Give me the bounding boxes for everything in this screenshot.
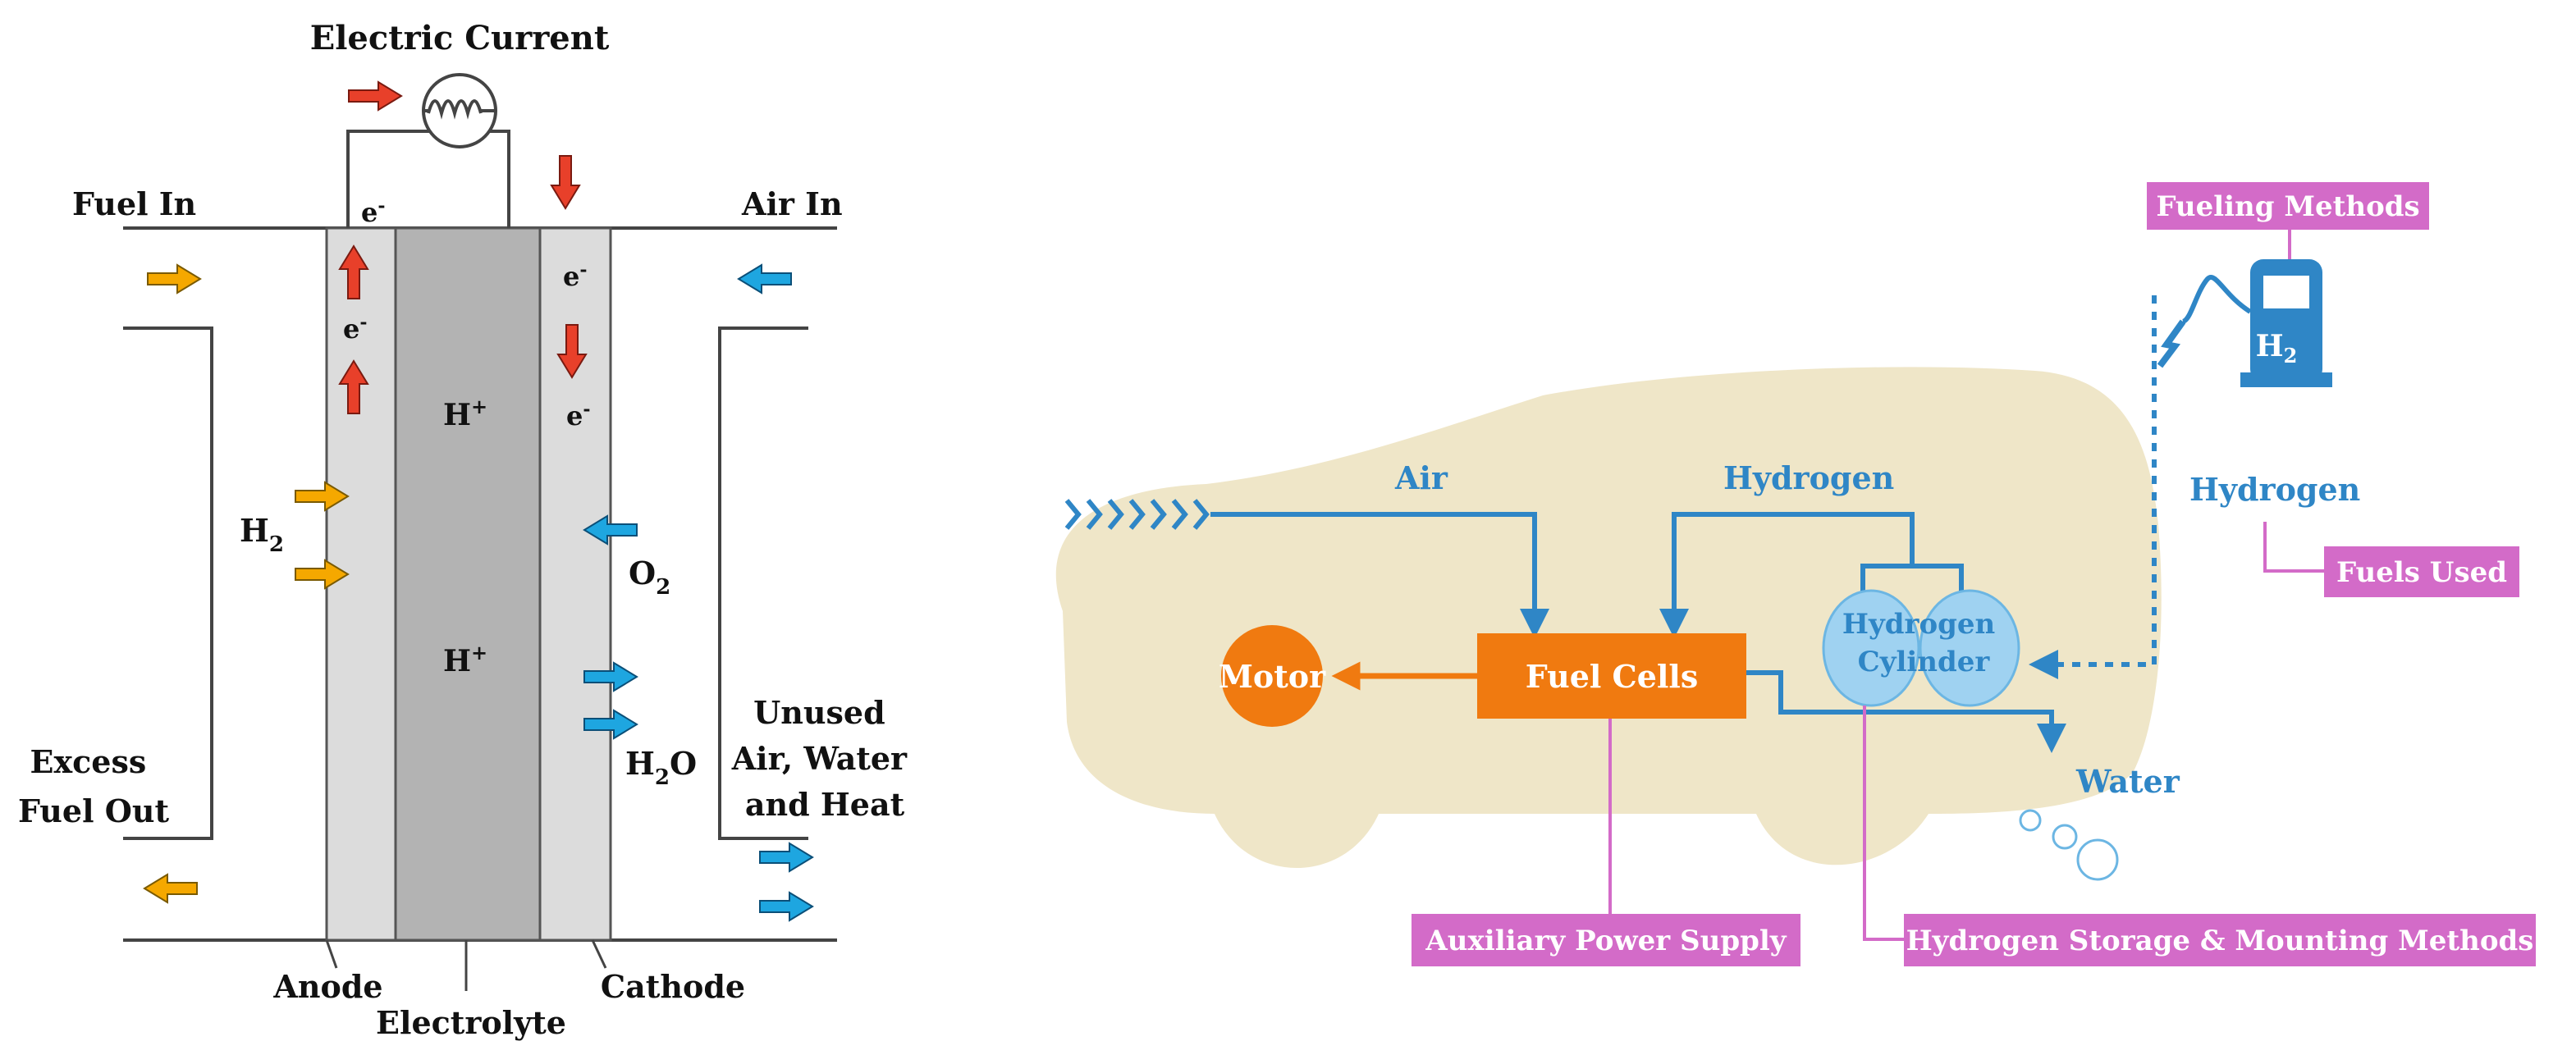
hydrogen-cylinder-right bbox=[1919, 589, 2020, 707]
fuel-cell-diagram: Electric Current Fuel In Air In e- e- e-… bbox=[18, 19, 918, 1041]
anode-label: Anode bbox=[272, 968, 382, 1005]
tag-auxiliary-power-label: Auxiliary Power Supply bbox=[1425, 925, 1787, 957]
fuel-in-arrow-icon bbox=[147, 264, 201, 294]
svg-text:H2: H2 bbox=[2256, 329, 2298, 368]
air-in-label: Air In bbox=[741, 185, 843, 222]
hydrogen-cylinder-label: Hydrogen Cylinder bbox=[1842, 608, 2005, 678]
hydrogen-top-label: Hydrogen bbox=[1723, 459, 1894, 496]
air-flow-line bbox=[1210, 512, 1549, 638]
car-body bbox=[1055, 367, 2162, 868]
tag-auxiliary-power: Auxiliary Power Supply bbox=[1412, 914, 1800, 966]
fuel-out-arrow-icon bbox=[144, 874, 198, 903]
air-intake-chevrons-icon bbox=[1064, 499, 1210, 530]
unused-air-water-heat-label: Unused Air, Water and Heat bbox=[731, 694, 918, 823]
electron-label-anode: e- bbox=[343, 312, 368, 345]
electron-label-cathode: e- bbox=[566, 399, 591, 432]
proton-label-upper: H+ bbox=[443, 395, 487, 432]
anode-layer bbox=[325, 226, 397, 942]
fuel-cells-label: Fuel Cells bbox=[1526, 658, 1698, 695]
exhaust-arrow-icon bbox=[759, 843, 813, 872]
water-flow-line bbox=[1746, 670, 2066, 753]
tag-fueling-methods: Fueling Methods bbox=[2147, 182, 2429, 230]
tag-fueling-methods-label: Fueling Methods bbox=[2156, 190, 2419, 223]
exhaust-arrow-icon bbox=[759, 892, 813, 921]
hydrogen-flow-line bbox=[1659, 512, 1915, 638]
electron-label-circuit: e- bbox=[361, 195, 386, 228]
hydrogen-cylinder-left bbox=[1822, 589, 1920, 707]
motor-label: Motor bbox=[1219, 658, 1326, 695]
motor-circle bbox=[1221, 625, 1323, 727]
proton-label-lower: H+ bbox=[443, 641, 487, 678]
electron-label-cathode-top: e- bbox=[563, 259, 588, 292]
air-in-arrow-icon bbox=[738, 264, 792, 294]
excess-fuel-out-label: Excess Fuel Out bbox=[18, 743, 170, 829]
h2-label: H2 bbox=[240, 512, 284, 557]
electric-current-label: Electric Current bbox=[310, 19, 610, 57]
vehicle-diagram: Hydrogen Cylinder Fuel Cells Motor Air H… bbox=[1055, 182, 2536, 966]
electrolyte-label: Electrolyte bbox=[376, 1004, 566, 1041]
water-droplet-icon bbox=[2076, 838, 2119, 881]
o2-label: O2 bbox=[629, 555, 670, 600]
water-droplet-icon bbox=[2052, 824, 2078, 850]
water-label: Water bbox=[2075, 763, 2180, 800]
water-droplet-icon bbox=[2019, 809, 2042, 832]
cathode-label: Cathode bbox=[601, 968, 745, 1005]
current-arrow-icon bbox=[348, 81, 402, 111]
fuels-used-connector bbox=[2263, 522, 2324, 573]
filament-icon bbox=[427, 99, 483, 120]
electron-down-arrow-icon bbox=[551, 155, 580, 209]
tag-fuels-used: Fuels Used bbox=[2324, 546, 2519, 597]
air-label: Air bbox=[1394, 459, 1448, 496]
tag-storage-mounting: Hydrogen Storage & Mounting Methods bbox=[1904, 914, 2536, 966]
fuel-cells-block bbox=[1477, 633, 1746, 719]
fuel-in-label: Fuel In bbox=[72, 185, 196, 222]
storage-connector bbox=[1863, 706, 1904, 941]
electrolyte-layer bbox=[394, 226, 542, 942]
hydrogen-supply-dotted-line bbox=[2029, 295, 2157, 679]
hydrogen-supply-label: Hydrogen bbox=[2189, 471, 2360, 508]
tag-storage-mounting-label: Hydrogen Storage & Mounting Methods bbox=[1906, 925, 2534, 957]
tag-fuels-used-label: Fuels Used bbox=[2336, 556, 2507, 589]
hydrogen-pump-icon: H2 bbox=[2157, 259, 2332, 387]
cylinder-manifold-line bbox=[1860, 564, 1964, 607]
h2o-label: H2O bbox=[625, 745, 697, 790]
